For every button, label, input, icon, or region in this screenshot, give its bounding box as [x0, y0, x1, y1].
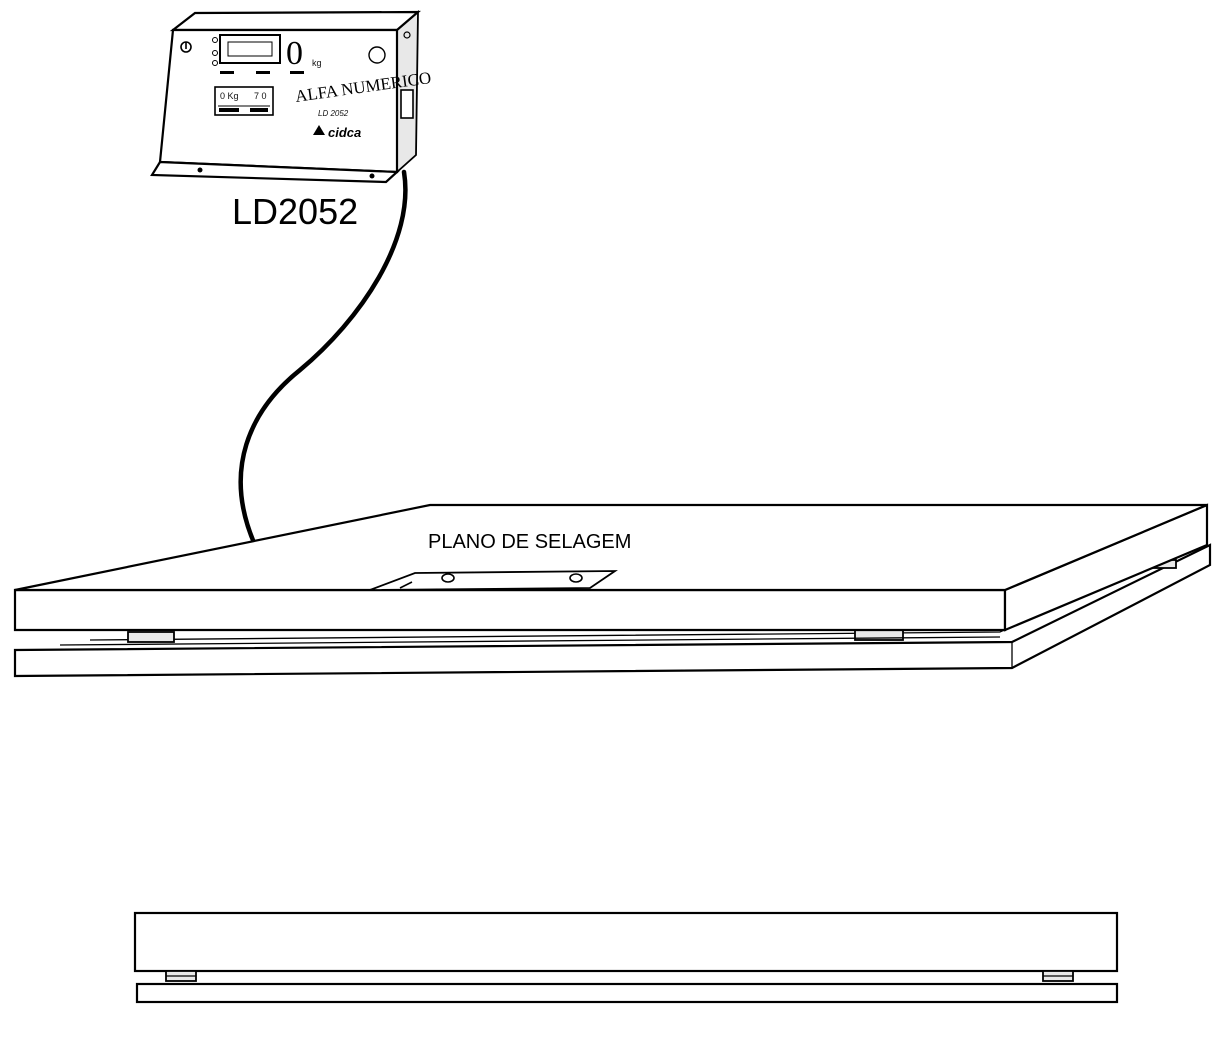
display-value: 0	[286, 35, 303, 72]
svg-text:cidca: cidca	[328, 125, 361, 140]
load-cell	[127, 631, 175, 643]
weight-indicator: 0 kg 0 Kg 7 0 ALFA NUMERICO LD 2052 cidc…	[150, 10, 432, 184]
power-icon	[180, 41, 192, 53]
indicator-model-label: LD2052	[232, 191, 358, 232]
status-lamp	[368, 46, 386, 64]
svg-text:7 0: 7 0	[254, 91, 267, 101]
weighing-platform	[13, 503, 1212, 678]
indicator-cable	[238, 169, 408, 548]
display-unit: kg	[312, 58, 322, 68]
manufacturer-logo: cidca	[313, 125, 361, 140]
svg-text:0 Kg: 0 Kg	[220, 91, 239, 101]
function-keys	[220, 71, 304, 74]
brand-model: LD 2052	[318, 109, 349, 118]
weight-display	[219, 34, 281, 64]
platform-side-view	[133, 911, 1119, 1004]
capacity-plate: 0 Kg 7 0	[214, 86, 274, 116]
seal-plate	[369, 570, 618, 591]
seal-plane-label: PLANO DE SELAGEM	[428, 531, 631, 553]
